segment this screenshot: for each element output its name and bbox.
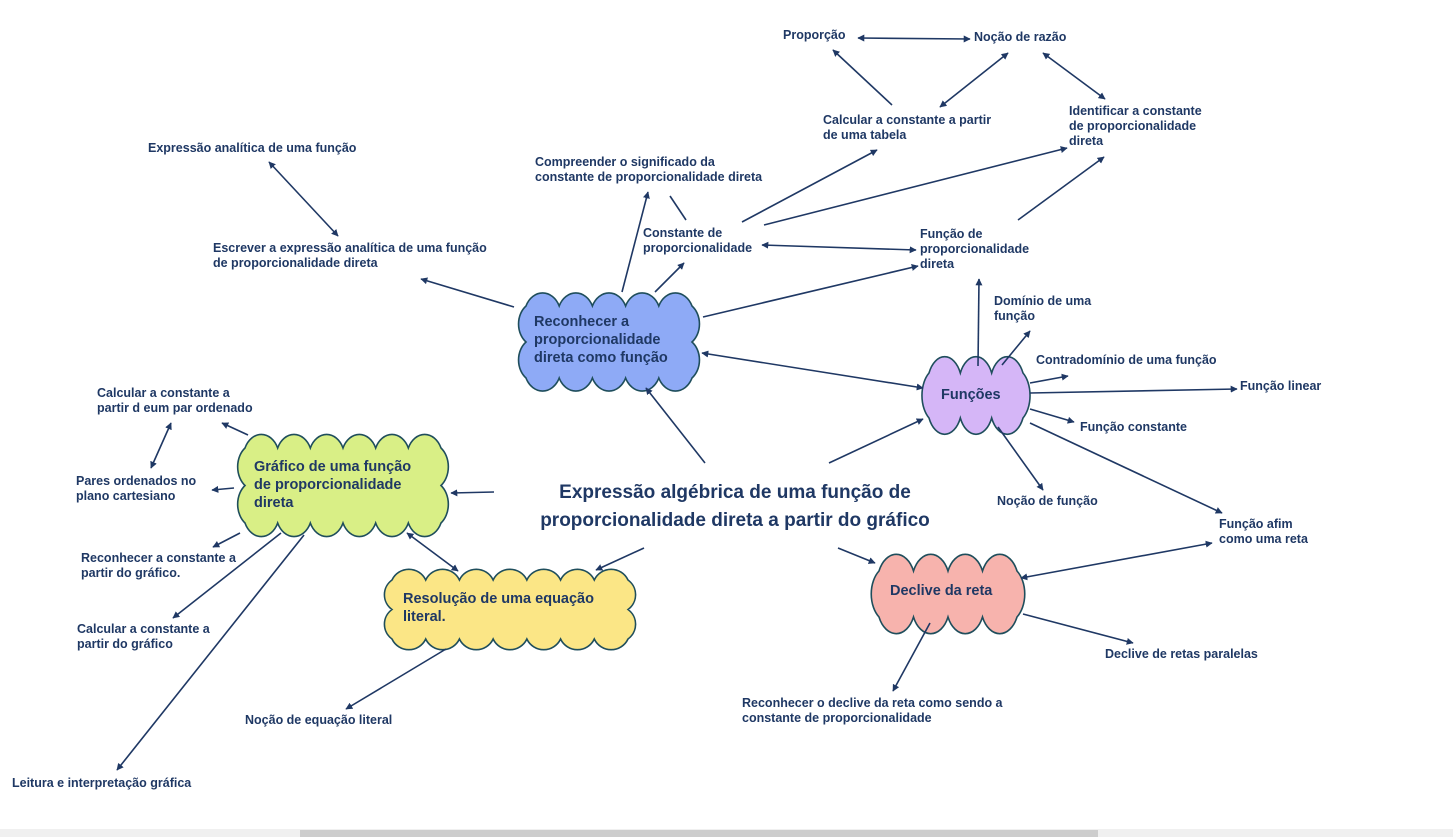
label-constante: Constante de proporcionalidade [643,226,753,255]
label-dominio: Domínio de uma função [994,294,1092,323]
cloud-funcoes-shape [921,356,1031,435]
label-nocao-razao: Noção de razão [974,30,1067,44]
label-calcular-tabela: Calcular a constante a partir de uma tab… [823,113,992,142]
label-pares: Pares ordenados no plano cartesiano [76,474,197,503]
label-leitura: Leitura e interpretação gráfica [12,776,192,790]
connector-arrow-33 [221,422,249,436]
connector-arrow-13 [420,277,515,308]
label-expressao-analitica: Expressão analítica de uma função [148,141,357,155]
cloud-grafico-shape [236,433,450,538]
connector-arrow-14 [268,161,339,237]
connector-arrow-36 [212,532,241,548]
connector-arrow-8 [761,241,917,254]
connector-arrow-28 [837,547,876,564]
cloud-declive-shape [870,553,1026,635]
connector-arrow-1 [857,34,971,43]
cloud-funcoes-label: Funções [941,387,1001,403]
label-retas-paralelas: Declive de retas paralelas [1105,647,1258,661]
connector-arrow-19 [1029,373,1069,384]
cloud-reconhecer-shape [517,292,701,392]
label-identificar-constante: Identificar a constante de proporcionali… [1069,104,1202,148]
connector-arrow-10 [621,191,650,293]
connector-arrow-26 [1022,613,1134,645]
connector-arrow-29 [595,547,645,571]
label-compreender: Compreender o significado da constante d… [535,155,763,184]
label-calcular-grafico: Calcular a constante a partir do gráfico [77,622,210,651]
connector-arrow-18 [1001,330,1031,366]
label-escrever: Escrever a expressão analítica de uma fu… [213,241,487,270]
connector-arrow-9 [669,195,687,221]
connector-arrow-24 [828,418,924,464]
connector-arrow-30 [450,489,495,497]
cloud-grafico-label: Gráfico de uma função de proporcionalida… [254,459,412,511]
connector-arrow-20 [1029,385,1238,394]
connector-arrow-11 [654,262,685,293]
connector-arrow-34 [150,422,172,469]
connector-arrow-4 [1042,52,1106,100]
connector-arrow-5 [741,149,878,223]
label-funcao-linear: Função linear [1240,379,1322,393]
label-nocao-funcao: Noção de função [997,494,1098,508]
horizontal-scrollbar-thumb[interactable] [300,830,1098,837]
connector-arrow-17 [975,278,983,367]
connector-arrow-25 [1020,540,1213,581]
connector-arrow-31 [406,532,459,572]
connector-arrow-2 [832,49,893,106]
connector-arrow-21 [1029,408,1075,424]
cloud-reconhecer-label: Reconhecer a proporcionalidade direta co… [534,314,668,366]
label-contradominio: Contradomínio de uma função [1036,353,1217,367]
label-calcular-par: Calcular a constante a partir d eum par … [97,386,253,415]
connector-arrow-6 [763,146,1068,226]
connector-arrow-12 [702,264,919,318]
connector-arrow-35 [211,485,235,493]
connector-arrow-7 [1017,156,1105,221]
label-funcao-constante: Função constante [1080,420,1187,434]
connector-arrow-22 [997,426,1044,491]
connector-arrow-38 [116,534,305,771]
connector-arrow-27 [892,622,931,692]
cloud-resolucao-shape [383,568,637,651]
cloud-resolucao-label: Resolução de uma equação literal. [403,591,594,625]
label-proporcao: Proporção [783,28,846,42]
connector-arrow-3 [939,52,1009,108]
cloud-declive-label: Declive da reta [890,583,993,599]
connector-arrow-32 [345,648,447,710]
label-declive-constante: Reconhecer o declive da reta como sendo … [742,696,1003,725]
label-funcao-afim: Função afim como uma reta [1219,517,1308,546]
connector-arrow-37 [172,532,282,619]
label-equacao-literal: Noção de equação literal [245,713,393,727]
label-funcao-proporcionalidade: Função de proporcionalidade direta [920,227,1030,271]
label-reconhecer-grafico: Reconhecer a constante a partir do gráfi… [81,551,236,580]
connector-arrow-16 [645,387,706,464]
connector-arrow-23 [1029,422,1223,514]
central-title: Expressão algébrica de uma função de pro… [540,482,930,531]
connector-arrow-15 [701,350,924,391]
